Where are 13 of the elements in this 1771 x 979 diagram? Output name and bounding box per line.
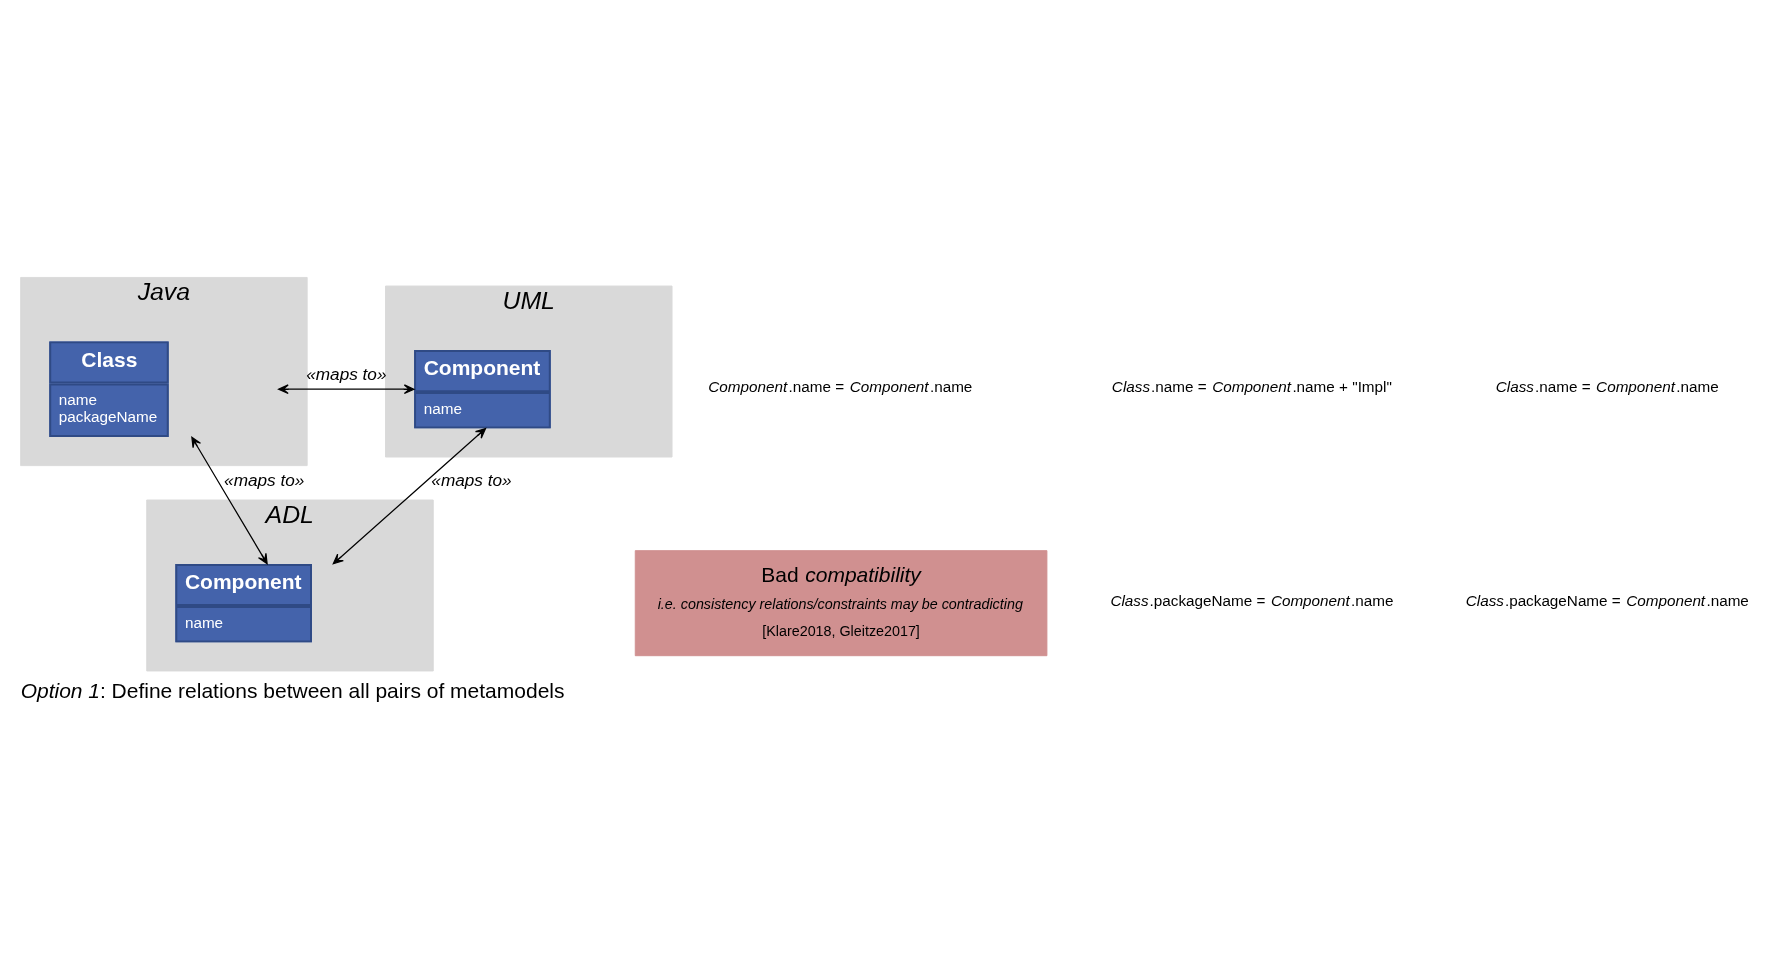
node-box: Bad compatibility i.e. consistency relations/constraints may be contradicting [Klare2018, Gleitze2017] <box>634 550 1048 657</box>
arrow <box>332 427 487 565</box>
caption: Option 1: Define relations between all pairs of metamodels <box>20 679 565 703</box>
edge-label: «maps to» <box>306 364 387 385</box>
label: Class.name = Component.name <box>1495 377 1719 395</box>
label: Component.name = Component.name <box>708 377 973 395</box>
label: Class.packageName = Component.name <box>1465 591 1749 609</box>
label: Class.packageName = Component.name <box>1110 591 1394 609</box>
edge-label: «maps to» <box>224 470 305 491</box>
label: Class.name = Component.name + "Impl" <box>1111 377 1392 395</box>
arrow <box>277 384 415 395</box>
arrow <box>191 436 268 565</box>
edge-label: «maps to» <box>431 470 512 491</box>
